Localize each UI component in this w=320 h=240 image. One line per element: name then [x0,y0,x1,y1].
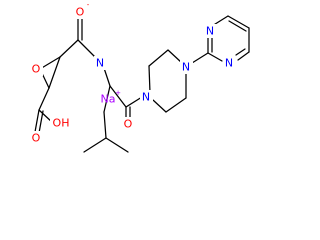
bond-piperazine-c3-c4 [165,97,187,113]
bond-n-amide-alpha-carbon [103,67,111,87]
bond-c1-carbonyl-carbon [59,39,79,58]
bond-pyrimidine-c6-c5-double [228,20,247,32]
charge-sodium: + [115,89,121,97]
bond-ch-methyl-left [83,137,107,153]
bond-n-piperazine-pyrimidine-c2 [191,52,209,64]
atom-o-epoxide: O [32,63,41,76]
atom-n-pyrimidine-right: N [225,57,233,70]
bond-acid-carbon-o-double [38,110,44,134]
atom-o-amide-carbonyl: O [124,118,133,131]
molecule-structure-diagram: O O - OH O O N N N N N Na + [30,1,250,153]
bond-pyrimidine-n3-c2 [207,52,223,62]
atom-n-amide: N [96,57,104,70]
bond-piperazine-c1-c2 [148,49,169,67]
bond-c2-acid-carbon [38,87,50,111]
atom-o-acid-hydroxyl: OH [53,117,70,130]
atom-n-pyrimidine-left: N [206,25,214,38]
bond-layer [34,15,250,153]
atom-n-piperazine-top: N [182,61,190,74]
atom-o-carbonyl-top: O [76,6,85,19]
atom-sodium: Na [101,93,116,106]
bond-amide-carbon-n-piperazine [125,96,143,108]
atom-n-piperazine-bottom: N [142,91,150,104]
bond-acid-carbon-o [34,109,40,133]
bond-carbonyl-carbon-n-amide [77,39,97,59]
bond-alpha-carbon-amide-carbon [109,85,127,108]
bond-ch-methyl-right [105,137,129,153]
bond-pyrimidine-c4-n3-double [235,48,246,56]
bond-piperazine-c4-n1 [152,99,167,113]
charge-o-carbonyl-top: - [87,1,90,9]
bond-piperazine-n1-c1 [148,65,151,94]
bond-ch2-ch [103,111,107,139]
atom-o-acid-carbonyl: O [32,132,41,145]
bond-pyrimidine-c6-c5 [227,15,250,29]
bond-pyrimidine-c4-n3 [237,51,250,61]
bond-piperazine-c2-n2 [167,49,183,64]
atom-label-layer: O O - OH O O N N N N N Na + [30,1,236,145]
bond-alpha-carbon-ch2 [103,85,111,113]
bond-epoxide-c1-c2 [48,56,61,89]
bond-epoxide-c1-o [39,56,61,70]
